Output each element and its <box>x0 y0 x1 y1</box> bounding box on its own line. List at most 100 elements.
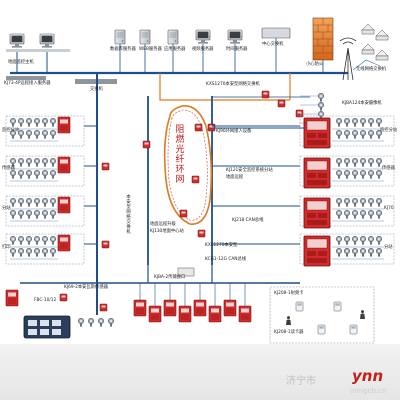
red-switch-box-icon <box>303 235 331 267</box>
gas-sensor-icon <box>375 157 383 168</box>
gas-sensor-icon <box>367 235 375 246</box>
gas-sensor-icon <box>9 169 17 180</box>
gas-sensor-icon <box>25 169 33 180</box>
label-kj-center2: KJ130地面中心站 <box>150 229 184 234</box>
label-server-5: 时间服务器 <box>226 47 248 52</box>
gas-sensor-icon <box>335 169 343 180</box>
right-substation-row <box>212 155 395 189</box>
right-substation-row <box>212 115 395 149</box>
gas-sensor-icon <box>41 129 49 140</box>
red-switch-box-icon <box>178 305 192 323</box>
gas-sensor-icon <box>25 247 33 258</box>
card-reader-icon <box>333 301 342 312</box>
computer-icon <box>195 29 211 45</box>
left-substation-row <box>5 233 110 265</box>
label-right-1: 监控分站 <box>380 128 398 133</box>
left-substation-row <box>5 155 110 187</box>
label-right-4: 分站 <box>384 245 393 250</box>
gas-sensor-icon <box>375 235 383 246</box>
footer-band <box>0 344 400 400</box>
server-icon <box>114 29 126 45</box>
bottom-area <box>5 265 375 344</box>
gas-sensor-icon <box>49 197 57 208</box>
gas-sensor-icon <box>41 157 49 168</box>
gas-sensor-icon <box>335 117 343 128</box>
miner-icon <box>286 316 291 325</box>
label-can-bus: KJ218 CAN总线 <box>232 218 264 223</box>
right-substation-row <box>212 195 395 229</box>
gas-sensor-icon <box>49 129 57 140</box>
gas-sensor-icon <box>25 197 33 208</box>
label-ring: 阻燃光纤环网 <box>175 125 185 185</box>
right-substation-row <box>212 233 395 267</box>
gas-sensor-icon <box>25 117 33 128</box>
red-switch-box-icon <box>57 196 71 214</box>
left-substation-row <box>5 195 97 227</box>
server-icon <box>167 29 179 45</box>
radio-tower-icon <box>339 37 357 81</box>
top-right-chain <box>210 90 325 130</box>
gas-sensor-icon <box>375 197 383 208</box>
wireless-ap-icon <box>375 29 389 41</box>
gas-sensor-icon <box>107 317 115 328</box>
gas-sensor-icon <box>367 209 375 220</box>
label-left-4: 打印 <box>2 245 11 250</box>
label-server-3: 应用服务器 <box>164 47 186 52</box>
watermark-city: 济宁市 <box>286 376 316 387</box>
label-kj-mid2: 地面远程 <box>226 175 244 180</box>
gas-sensor-icon <box>359 157 367 168</box>
label-kj-lower-mid: KJBA-2传输接口 <box>154 275 186 280</box>
label-ap: 无线网络交换机 <box>356 67 387 72</box>
label-kj-center-box: 地面远程升级 <box>150 222 176 227</box>
label-kj-mid: KJ121安全监控系统分站 <box>226 168 273 173</box>
gas-sensor-icon <box>335 247 343 258</box>
gas-sensor-icon <box>367 157 375 168</box>
gas-sensor-icon <box>41 235 49 246</box>
gas-sensor-icon <box>359 169 367 180</box>
label-right-3: KJ70 <box>384 206 394 211</box>
rack-switch-icon <box>261 27 291 39</box>
computer-icon <box>9 33 25 49</box>
red-switch-box-icon <box>133 299 147 317</box>
server-icon <box>139 29 151 45</box>
gas-sensor-icon <box>375 209 383 220</box>
converter-icon <box>177 267 195 277</box>
label-right-2: 传感器 <box>382 166 395 171</box>
gas-sensor-icon <box>97 317 105 328</box>
switch-icon <box>59 293 68 302</box>
gas-sensor-icon <box>367 169 375 180</box>
ring-node-icon <box>197 229 206 238</box>
gas-sensor-icon <box>343 129 351 140</box>
gas-sensor-icon <box>49 169 57 180</box>
top-control-area <box>6 17 389 84</box>
gas-sensor-icon <box>17 197 25 208</box>
ring-node-icon <box>194 123 203 132</box>
gas-sensor-icon <box>9 235 17 246</box>
left-substation-row <box>5 115 97 147</box>
gas-sensor-icon <box>33 169 41 180</box>
gas-sensor-icon <box>375 117 383 128</box>
reader-group-frame <box>269 286 375 344</box>
gas-sensor-icon <box>87 317 95 328</box>
gas-sensor-icon <box>343 247 351 258</box>
gas-sensor-icon <box>25 129 33 140</box>
label-router-top: 中心交换机 <box>262 42 284 47</box>
gas-sensor-icon <box>41 197 49 208</box>
label-kcg: KCG1-12G CAN总线 <box>205 257 247 262</box>
wireless-ap-icon <box>375 49 389 61</box>
gas-sensor-icon <box>351 129 359 140</box>
gas-sensor-icon <box>367 129 375 140</box>
gas-sensor-icon <box>351 157 359 168</box>
switch-icon <box>277 99 286 108</box>
gas-sensor-icon <box>17 209 25 220</box>
gas-sensor-icon <box>49 157 57 168</box>
left-substations <box>5 115 110 265</box>
red-switch-box-icon <box>208 305 222 323</box>
card-reader-icon <box>295 301 304 312</box>
gas-sensor-icon <box>17 247 25 258</box>
red-switch-box-icon <box>303 117 331 149</box>
label-kxs-lower: KXS1270本安型 <box>205 243 238 248</box>
gas-sensor-icon <box>33 117 41 128</box>
gas-sensor-icon <box>17 117 25 128</box>
gas-sensor-icon <box>9 197 17 208</box>
